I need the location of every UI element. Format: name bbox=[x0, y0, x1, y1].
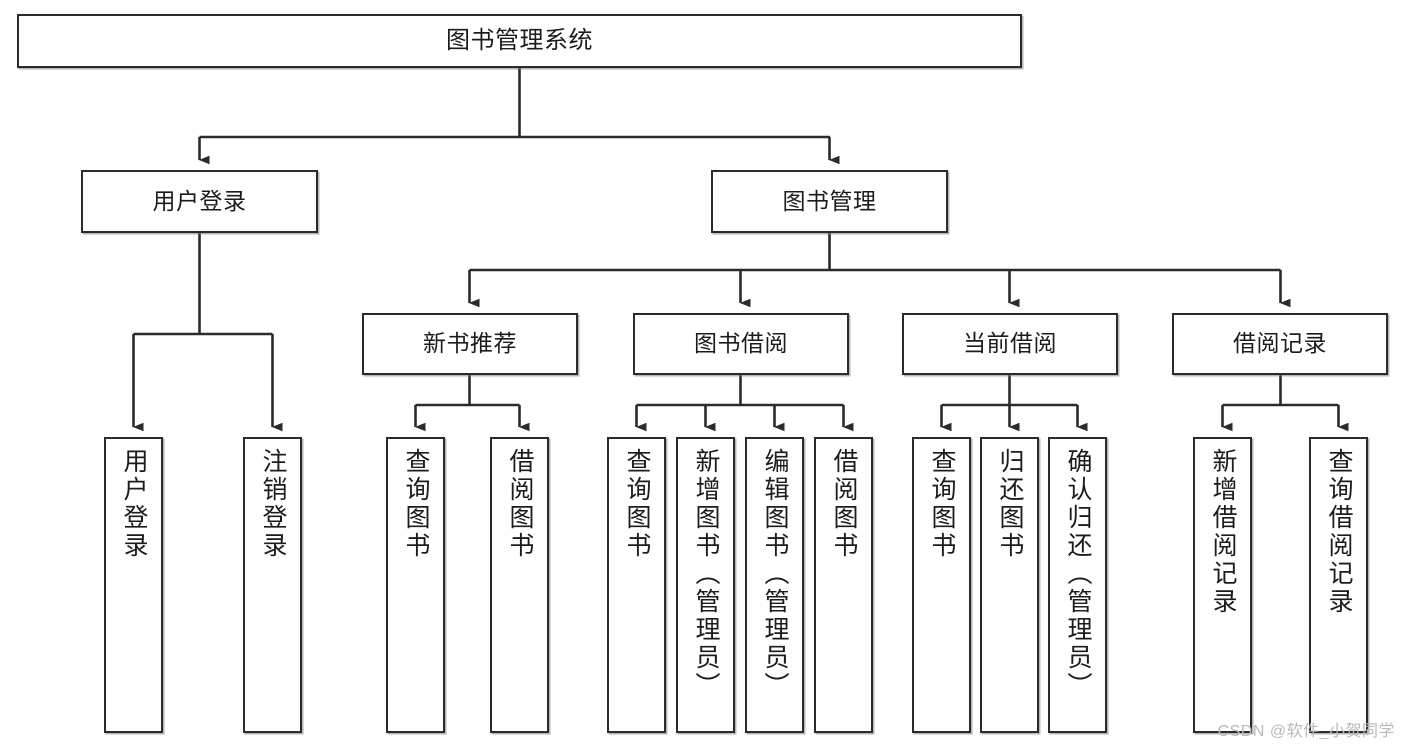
leaf-node-add-book-admin[interactable]: 新增图书（管理员） bbox=[676, 437, 735, 733]
node-root-book-management-system[interactable]: 图书管理系统 bbox=[17, 14, 1022, 68]
node-label: 新书推荐 bbox=[423, 330, 517, 357]
node-label: 查询图书 bbox=[402, 448, 430, 560]
node-label: 借阅图书 bbox=[830, 448, 858, 560]
leaf-node-borrow-book-recommend[interactable]: 借阅图书 bbox=[490, 437, 549, 733]
node-label: 用户登录 bbox=[120, 448, 148, 560]
node-label: 新增借阅记录 bbox=[1209, 448, 1237, 616]
node-book-borrowing[interactable]: 图书借阅 bbox=[633, 313, 849, 375]
node-label: 确认归还（管理员） bbox=[1064, 448, 1092, 700]
node-label: 归还图书 bbox=[996, 448, 1024, 560]
leaf-node-query-book-borrow[interactable]: 查询图书 bbox=[607, 437, 666, 733]
leaf-node-add-borrow-record[interactable]: 新增借阅记录 bbox=[1193, 437, 1252, 733]
watermark-text: CSDN @软件_小贺同学 bbox=[1217, 723, 1395, 740]
node-book-management[interactable]: 图书管理 bbox=[711, 170, 948, 233]
node-label: 编辑图书（管理员） bbox=[761, 448, 789, 700]
leaf-node-user-logout[interactable]: 注销登录 bbox=[243, 437, 302, 733]
node-label: 当前借阅 bbox=[963, 330, 1057, 357]
node-label: 用户登录 bbox=[152, 187, 247, 214]
node-user-login[interactable]: 用户登录 bbox=[81, 170, 318, 233]
node-borrowing-record[interactable]: 借阅记录 bbox=[1172, 313, 1388, 375]
node-new-book-recommendation[interactable]: 新书推荐 bbox=[362, 313, 578, 375]
leaf-node-user-login[interactable]: 用户登录 bbox=[104, 437, 163, 733]
leaf-node-query-book-recommend[interactable]: 查询图书 bbox=[386, 437, 445, 733]
node-label: 图书管理系统 bbox=[446, 26, 593, 54]
leaf-node-confirm-return-admin[interactable]: 确认归还（管理员） bbox=[1048, 437, 1107, 733]
node-label: 图书管理 bbox=[782, 187, 877, 214]
node-label: 图书借阅 bbox=[694, 330, 788, 357]
node-label: 注销登录 bbox=[259, 448, 287, 560]
node-label: 借阅记录 bbox=[1233, 330, 1327, 357]
leaf-node-borrow-book[interactable]: 借阅图书 bbox=[814, 437, 873, 733]
node-current-borrowing[interactable]: 当前借阅 bbox=[902, 313, 1118, 375]
node-label: 查询图书 bbox=[928, 448, 956, 560]
leaf-node-return-book[interactable]: 归还图书 bbox=[980, 437, 1039, 733]
leaf-node-edit-book-admin[interactable]: 编辑图书（管理员） bbox=[745, 437, 804, 733]
leaf-node-query-borrow-record[interactable]: 查询借阅记录 bbox=[1309, 437, 1368, 733]
node-label: 新增图书（管理员） bbox=[692, 448, 720, 700]
node-label: 借阅图书 bbox=[506, 448, 534, 560]
leaf-node-query-book-current[interactable]: 查询图书 bbox=[912, 437, 971, 733]
node-label: 查询借阅记录 bbox=[1325, 448, 1353, 616]
node-label: 查询图书 bbox=[623, 448, 651, 560]
